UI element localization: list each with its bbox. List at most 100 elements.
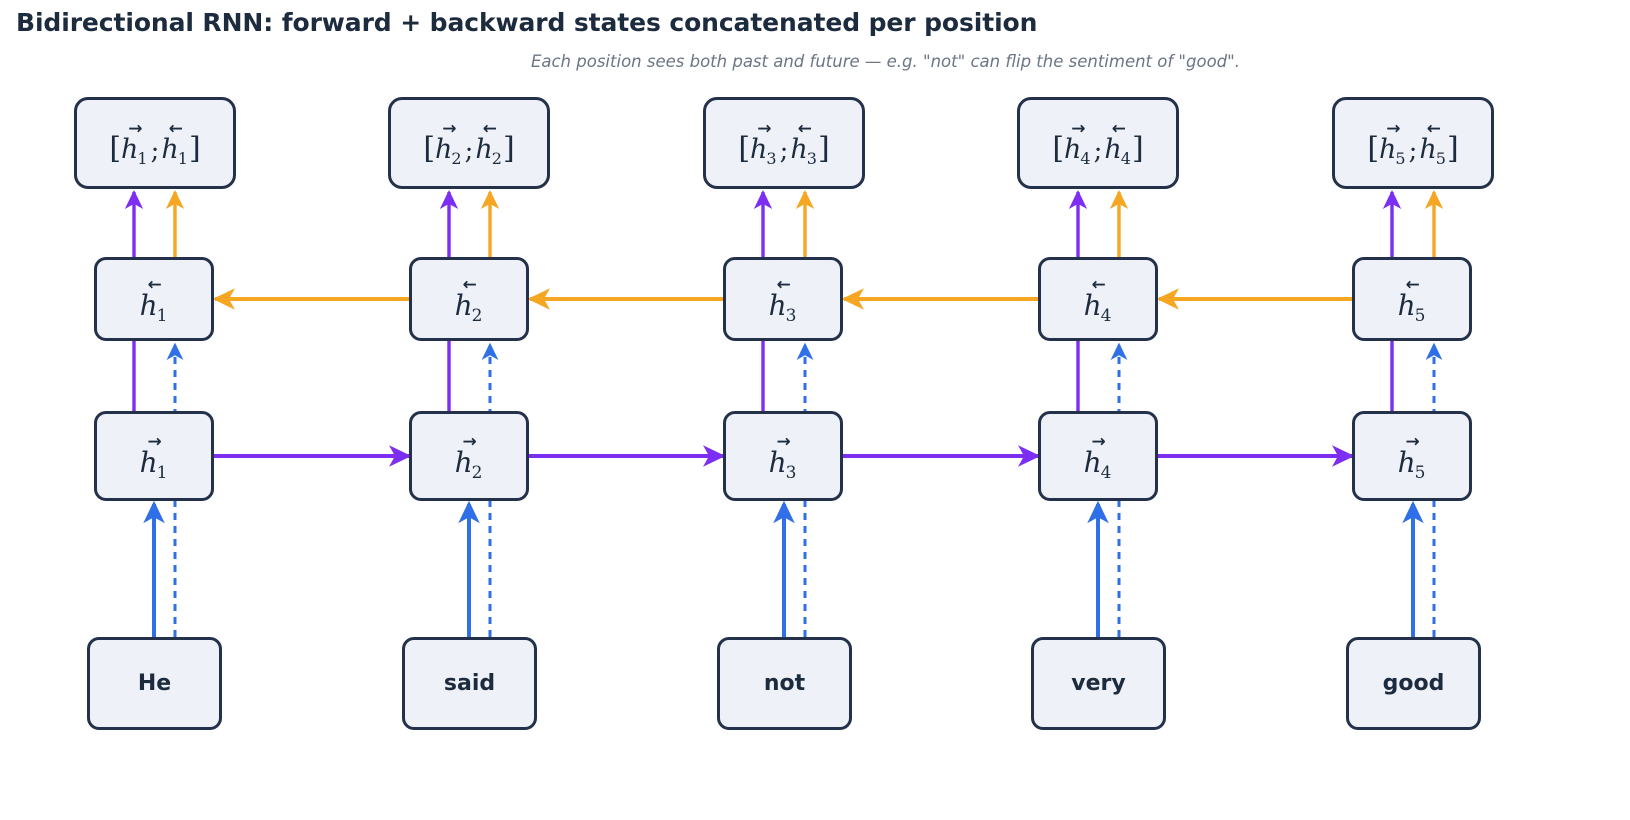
right-arrow-icon: → [462, 431, 477, 452]
h-letter: h [139, 288, 158, 322]
h-letter: h [475, 134, 493, 165]
left-arrow-icon: ← [147, 274, 162, 295]
bracket-close: ] [188, 131, 201, 166]
backward-h-glyph: ← h5 [1419, 119, 1447, 167]
backward-h-glyph: ← h3 [790, 119, 818, 167]
h-letter: h [750, 134, 768, 165]
h-letter: h [161, 134, 179, 165]
left-arrow-icon: ← [1111, 119, 1126, 139]
forward-h-glyph: → h4 [1064, 121, 1092, 167]
left-arrow-icon: ← [168, 119, 183, 139]
concat-label-4: [ → h4 ; ← h4 ] [1052, 119, 1144, 167]
bracket-open: [ [1052, 131, 1065, 166]
input-word-node-1[interactable]: He [87, 637, 222, 730]
backward-state-node-1[interactable]: ← h1 [94, 257, 214, 341]
right-arrow-icon: → [442, 119, 457, 139]
h-subscript: 3 [785, 305, 797, 326]
h-letter: h [1083, 445, 1102, 479]
concat-node-2[interactable]: [ → h2 ; ← h2 ] [388, 97, 550, 189]
forward-state-node-4[interactable]: → h4 [1038, 411, 1158, 501]
backward-state-node-4[interactable]: ← h4 [1038, 257, 1158, 341]
concat-node-1[interactable]: [ → h1 ; ← h1 ] [74, 97, 236, 189]
bracket-open: [ [738, 131, 751, 166]
forward-state-node-5[interactable]: → h5 [1352, 411, 1472, 501]
forward-h-glyph: → h1 [121, 119, 149, 167]
semicolon: ; [1093, 136, 1103, 166]
semicolon: ; [150, 136, 160, 166]
h-letter: h [454, 445, 473, 479]
input-to-forward-edges [143, 500, 1424, 637]
input-word-label-2: said [443, 671, 496, 696]
h-subscript: 2 [451, 149, 462, 168]
input-word-node-3[interactable]: not [717, 637, 852, 730]
forward-state-label-4: → h4 [1083, 431, 1113, 483]
input-word-label-3: not [763, 671, 806, 696]
right-arrow-icon: → [757, 119, 772, 139]
left-arrow-icon: ← [1426, 119, 1441, 139]
h-letter: h [1397, 288, 1416, 322]
h-subscript: 4 [1080, 149, 1091, 168]
h-letter: h [1419, 134, 1437, 165]
h-letter: h [1083, 288, 1102, 322]
concat-label-2: [ → h2 ; ← h2 ] [423, 119, 515, 167]
backward-state-label-4: ← h4 [1083, 274, 1113, 326]
bracket-close: ] [817, 131, 830, 166]
bracket-open: [ [1367, 131, 1380, 166]
h-subscript: 5 [1414, 462, 1426, 483]
h-letter: h [139, 445, 158, 479]
bracket-close: ] [1446, 131, 1459, 166]
concat-label-1: [ → h1 ; ← h1 ] [109, 119, 201, 167]
left-arrow-icon: ← [1091, 274, 1106, 295]
right-arrow-icon: → [1405, 431, 1420, 452]
forward-h-glyph: → h3 [750, 119, 778, 167]
h-subscript: 4 [1120, 149, 1131, 168]
bracket-close: ] [502, 131, 515, 166]
input-word-label-4: very [1071, 671, 1126, 696]
input-word-label-1: He [137, 671, 172, 696]
bracket-open: [ [423, 131, 436, 166]
h-letter: h [435, 134, 453, 165]
input-word-node-5[interactable]: good [1346, 637, 1481, 730]
right-arrow-icon: → [1091, 431, 1106, 452]
page-title: Bidirectional RNN: forward + backward st… [16, 8, 1038, 37]
input-word-node-4[interactable]: very [1031, 637, 1166, 730]
backward-state-node-3[interactable]: ← h3 [723, 257, 843, 341]
concat-node-4[interactable]: [ → h4 ; ← h4 ] [1017, 97, 1179, 189]
backward-h-glyph: ← h2 [475, 121, 503, 167]
backward-state-label-5: ← h5 [1397, 276, 1427, 326]
bracket-close: ] [1131, 131, 1144, 166]
input-word-node-2[interactable]: said [402, 637, 537, 730]
h-letter: h [1104, 134, 1122, 165]
left-arrow-icon: ← [462, 274, 477, 295]
bracket-open: [ [109, 131, 122, 166]
h-subscript: 5 [1395, 149, 1406, 168]
backward-to-concat-edges [165, 189, 1444, 257]
left-arrow-icon: ← [776, 274, 791, 295]
h-letter: h [790, 134, 808, 165]
backward-state-label-2: ← h2 [454, 274, 484, 326]
h-subscript: 1 [156, 462, 168, 483]
backward-state-node-2[interactable]: ← h2 [409, 257, 529, 341]
h-subscript: 4 [1100, 462, 1112, 483]
right-arrow-icon: → [147, 431, 162, 452]
h-subscript: 5 [1414, 305, 1426, 326]
input-word-label-5: good [1382, 671, 1445, 696]
forward-state-node-3[interactable]: → h3 [723, 411, 843, 501]
concat-node-5[interactable]: [ → h5 ; ← h5 ] [1332, 97, 1494, 189]
semicolon: ; [779, 136, 789, 166]
h-subscript: 1 [156, 305, 168, 326]
forward-state-node-1[interactable]: → h1 [94, 411, 214, 501]
right-arrow-icon: → [128, 119, 143, 139]
concat-node-3[interactable]: [ → h3 ; ← h3 ] [703, 97, 865, 189]
h-subscript: 4 [1100, 305, 1112, 326]
backward-state-node-5[interactable]: ← h5 [1352, 257, 1472, 341]
forward-state-node-2[interactable]: → h2 [409, 411, 529, 501]
h-letter: h [454, 288, 473, 322]
h-subscript: 2 [471, 462, 483, 483]
h-subscript: 1 [137, 149, 148, 168]
left-arrow-icon: ← [797, 119, 812, 139]
h-subscript: 5 [1435, 149, 1446, 168]
forward-h-glyph: → h5 [1379, 121, 1407, 167]
h-letter: h [1064, 134, 1082, 165]
h-letter: h [1397, 445, 1416, 479]
